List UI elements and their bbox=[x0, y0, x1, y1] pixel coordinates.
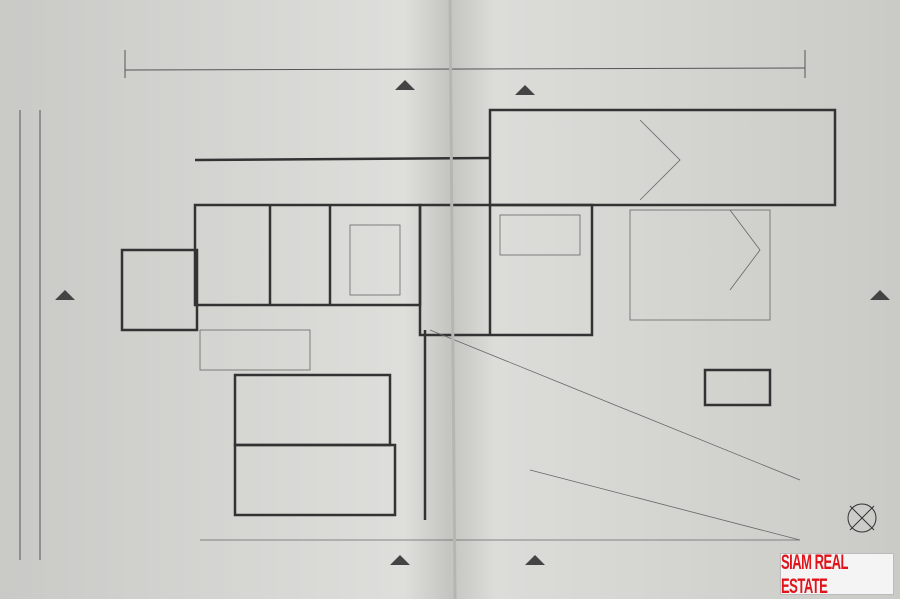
dimension-line-top bbox=[124, 50, 806, 78]
paper-fold bbox=[448, 0, 457, 599]
section-markers bbox=[55, 80, 890, 565]
north-arrow-icon bbox=[847, 503, 877, 533]
dimension-line-left bbox=[19, 110, 41, 560]
watermark-logo: SIAM REAL ESTATE bbox=[780, 550, 894, 598]
thin-lines bbox=[199, 119, 801, 541]
watermark-text: SIAM REAL ESTATE bbox=[781, 550, 848, 598]
walls bbox=[120, 108, 837, 520]
